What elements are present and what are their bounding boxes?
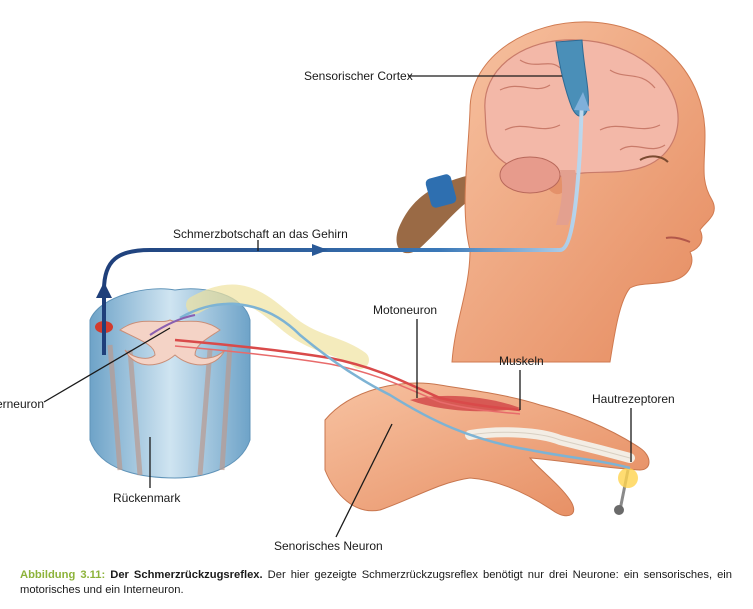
label-skin-receptors: Hautrezeptoren: [592, 392, 675, 406]
spinal-cord-illustration: [89, 288, 251, 479]
figure-caption: Abbildung 3.11: Der Schmerzrückzugsrefle…: [20, 568, 732, 598]
arm-hand: [324, 382, 650, 517]
eye: [639, 155, 669, 163]
arrow-head-up-left: [96, 282, 112, 298]
arrow-head-cortex: [574, 92, 590, 111]
label-spinal-cord: Rückenmark: [113, 491, 181, 505]
label-interneuron: Interneuron: [0, 397, 44, 411]
caption-title: Der Schmerzrückzugsreflex.: [110, 569, 263, 581]
caption-text: Der hier gezeigte Schmerzrückzugsreflex …: [20, 569, 733, 596]
pain-burst: [618, 468, 638, 488]
sensory-nerve: [179, 302, 631, 470]
grey-matter: [119, 319, 226, 366]
caption-number: Abbildung 3.11:: [20, 569, 106, 581]
interneuron-fibre: [149, 314, 196, 336]
label-sensory-neuron: Senorisches Neuron: [274, 539, 383, 553]
hand-illustration: [324, 382, 650, 517]
pain-message-arrow: [96, 92, 590, 355]
leader-sensory-neuron: [335, 423, 393, 538]
lips: [665, 236, 691, 243]
head-illustration: [396, 21, 715, 363]
leader-interneuron: [43, 327, 171, 403]
labels: Sensorischer Cortex Schmerzbotschaft an …: [0, 69, 675, 553]
leader-lines: [43, 75, 632, 538]
label-muscles: Muskeln: [499, 354, 544, 368]
cerebellum: [499, 156, 561, 194]
pain-reflex-diagram: Sensorischer Cortex Schmerzbotschaft an …: [0, 21, 715, 553]
brainstem: [556, 170, 578, 225]
nerve-fibres: [149, 284, 631, 470]
label-sensory-cortex: Sensorischer Cortex: [304, 69, 413, 83]
label-motoneuron: Motoneuron: [373, 303, 437, 317]
label-pain-message: Schmerzbotschaft an das Gehirn: [173, 227, 348, 241]
arrow-head-mid: [312, 244, 328, 256]
motor-nerve: [174, 338, 521, 412]
hair-band: [425, 174, 457, 208]
